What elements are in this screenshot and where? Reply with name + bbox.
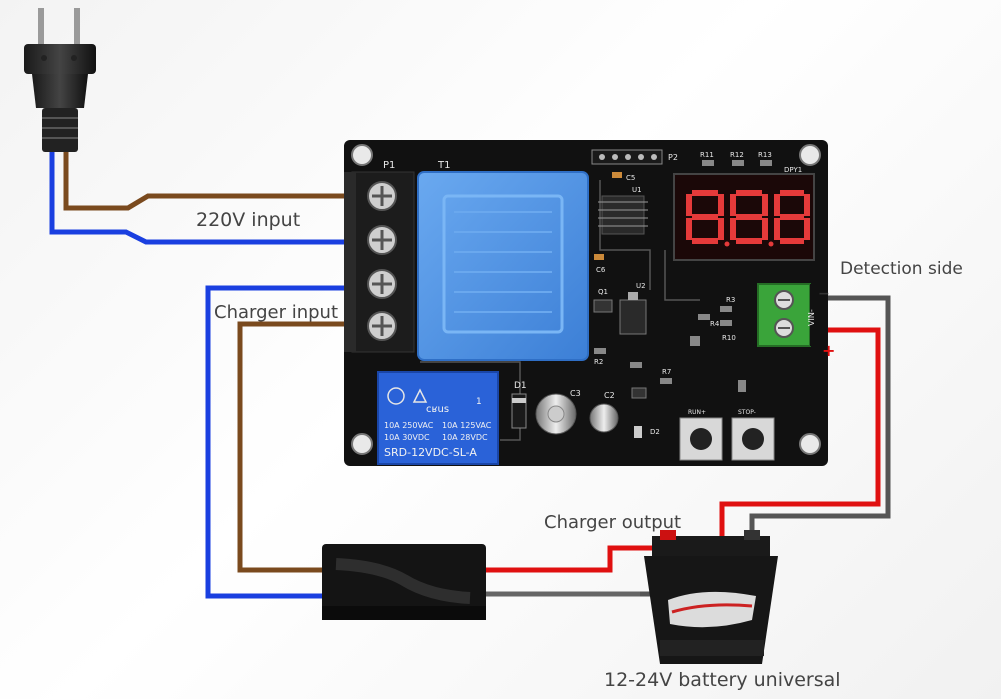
silk-r12: R12 bbox=[730, 151, 744, 159]
relay-module bbox=[377, 371, 499, 465]
wires bbox=[49, 150, 891, 599]
relay-spec-4: 10A 28VDC bbox=[442, 433, 488, 442]
diode-d1 bbox=[511, 393, 527, 429]
seven-segment-display bbox=[673, 173, 815, 261]
detection-terminal-block bbox=[757, 283, 820, 347]
digit-2 bbox=[730, 190, 768, 244]
digit-1 bbox=[686, 190, 724, 244]
relay-spec-2: 10A 125VAC bbox=[442, 421, 492, 430]
screw-terminal-p1 bbox=[344, 171, 415, 353]
silk-q1: Q1 bbox=[598, 288, 608, 296]
screw-3 bbox=[367, 269, 397, 299]
silk-p2: P2 bbox=[668, 153, 678, 162]
charger-input-brown-wire bbox=[237, 321, 345, 573]
screw-2 bbox=[367, 225, 397, 255]
relay-spec-1: 10A 250VAC bbox=[384, 421, 434, 430]
chip-u1 bbox=[598, 195, 648, 235]
live-wire-220v bbox=[63, 150, 345, 211]
relay-spec-3: 10A 30VDC bbox=[384, 433, 430, 442]
label-charger-input: Charger input bbox=[214, 302, 338, 323]
silk-r7: R7 bbox=[662, 368, 671, 376]
relay-one: 1 bbox=[476, 397, 482, 407]
silk-c3: C3 bbox=[570, 389, 581, 398]
digit-3 bbox=[774, 190, 810, 244]
silk-r4: R4 bbox=[710, 320, 720, 328]
ac-plug-icon bbox=[24, 8, 96, 152]
silk-c5: C5 bbox=[626, 174, 635, 182]
capacitor-c2 bbox=[589, 403, 619, 433]
silk-d2: D2 bbox=[650, 428, 660, 436]
silk-p1: P1 bbox=[383, 160, 395, 171]
label-charger-output: Charger output bbox=[544, 512, 681, 533]
silk-d1: D1 bbox=[514, 381, 527, 391]
run-button bbox=[679, 417, 723, 461]
silk-u2: U2 bbox=[636, 282, 646, 290]
label-battery: 12-24V battery universal bbox=[604, 669, 841, 691]
stop-button bbox=[731, 417, 775, 461]
label-220v-input: 220V input bbox=[196, 209, 300, 231]
smd-components bbox=[593, 160, 772, 399]
silk-u1: U1 bbox=[632, 186, 642, 194]
silk-vin: VIN- bbox=[807, 309, 816, 326]
capacitor-c3 bbox=[535, 393, 577, 435]
neutral-wire-220v bbox=[49, 150, 345, 245]
charger-output-positive-wire bbox=[484, 545, 672, 573]
screw-4 bbox=[367, 311, 397, 341]
label-detection-side: Detection side bbox=[840, 259, 963, 279]
silk-t1: T1 bbox=[437, 160, 450, 171]
silk-r10: R10 bbox=[722, 334, 736, 342]
screw-1 bbox=[367, 181, 397, 211]
relay-ul-mark: cʁus bbox=[426, 404, 449, 415]
silk-r2: R2 bbox=[594, 358, 603, 366]
charger-input-blue-wire bbox=[205, 285, 345, 599]
silk-dpy1: DPY1 bbox=[784, 166, 802, 174]
silk-plus: + bbox=[822, 341, 835, 360]
silk-c6: C6 bbox=[596, 266, 606, 274]
silk-run: RUN+ bbox=[688, 409, 706, 416]
silk-r3: R3 bbox=[726, 296, 735, 304]
relay-model: SRD-12VDC-SL-A bbox=[384, 446, 477, 459]
detection-positive-wire bbox=[719, 327, 881, 548]
battery-icon bbox=[644, 530, 778, 664]
silk-minus: − bbox=[818, 286, 830, 302]
silk-r11: R11 bbox=[700, 151, 714, 159]
charger-brick-icon bbox=[322, 544, 486, 620]
transformer-t1 bbox=[417, 171, 589, 361]
header-p2 bbox=[591, 149, 663, 165]
silk-r13: R13 bbox=[758, 151, 772, 159]
silk-stop: STOP- bbox=[738, 409, 756, 416]
silk-c2: C2 bbox=[604, 391, 615, 400]
control-board bbox=[344, 140, 828, 466]
